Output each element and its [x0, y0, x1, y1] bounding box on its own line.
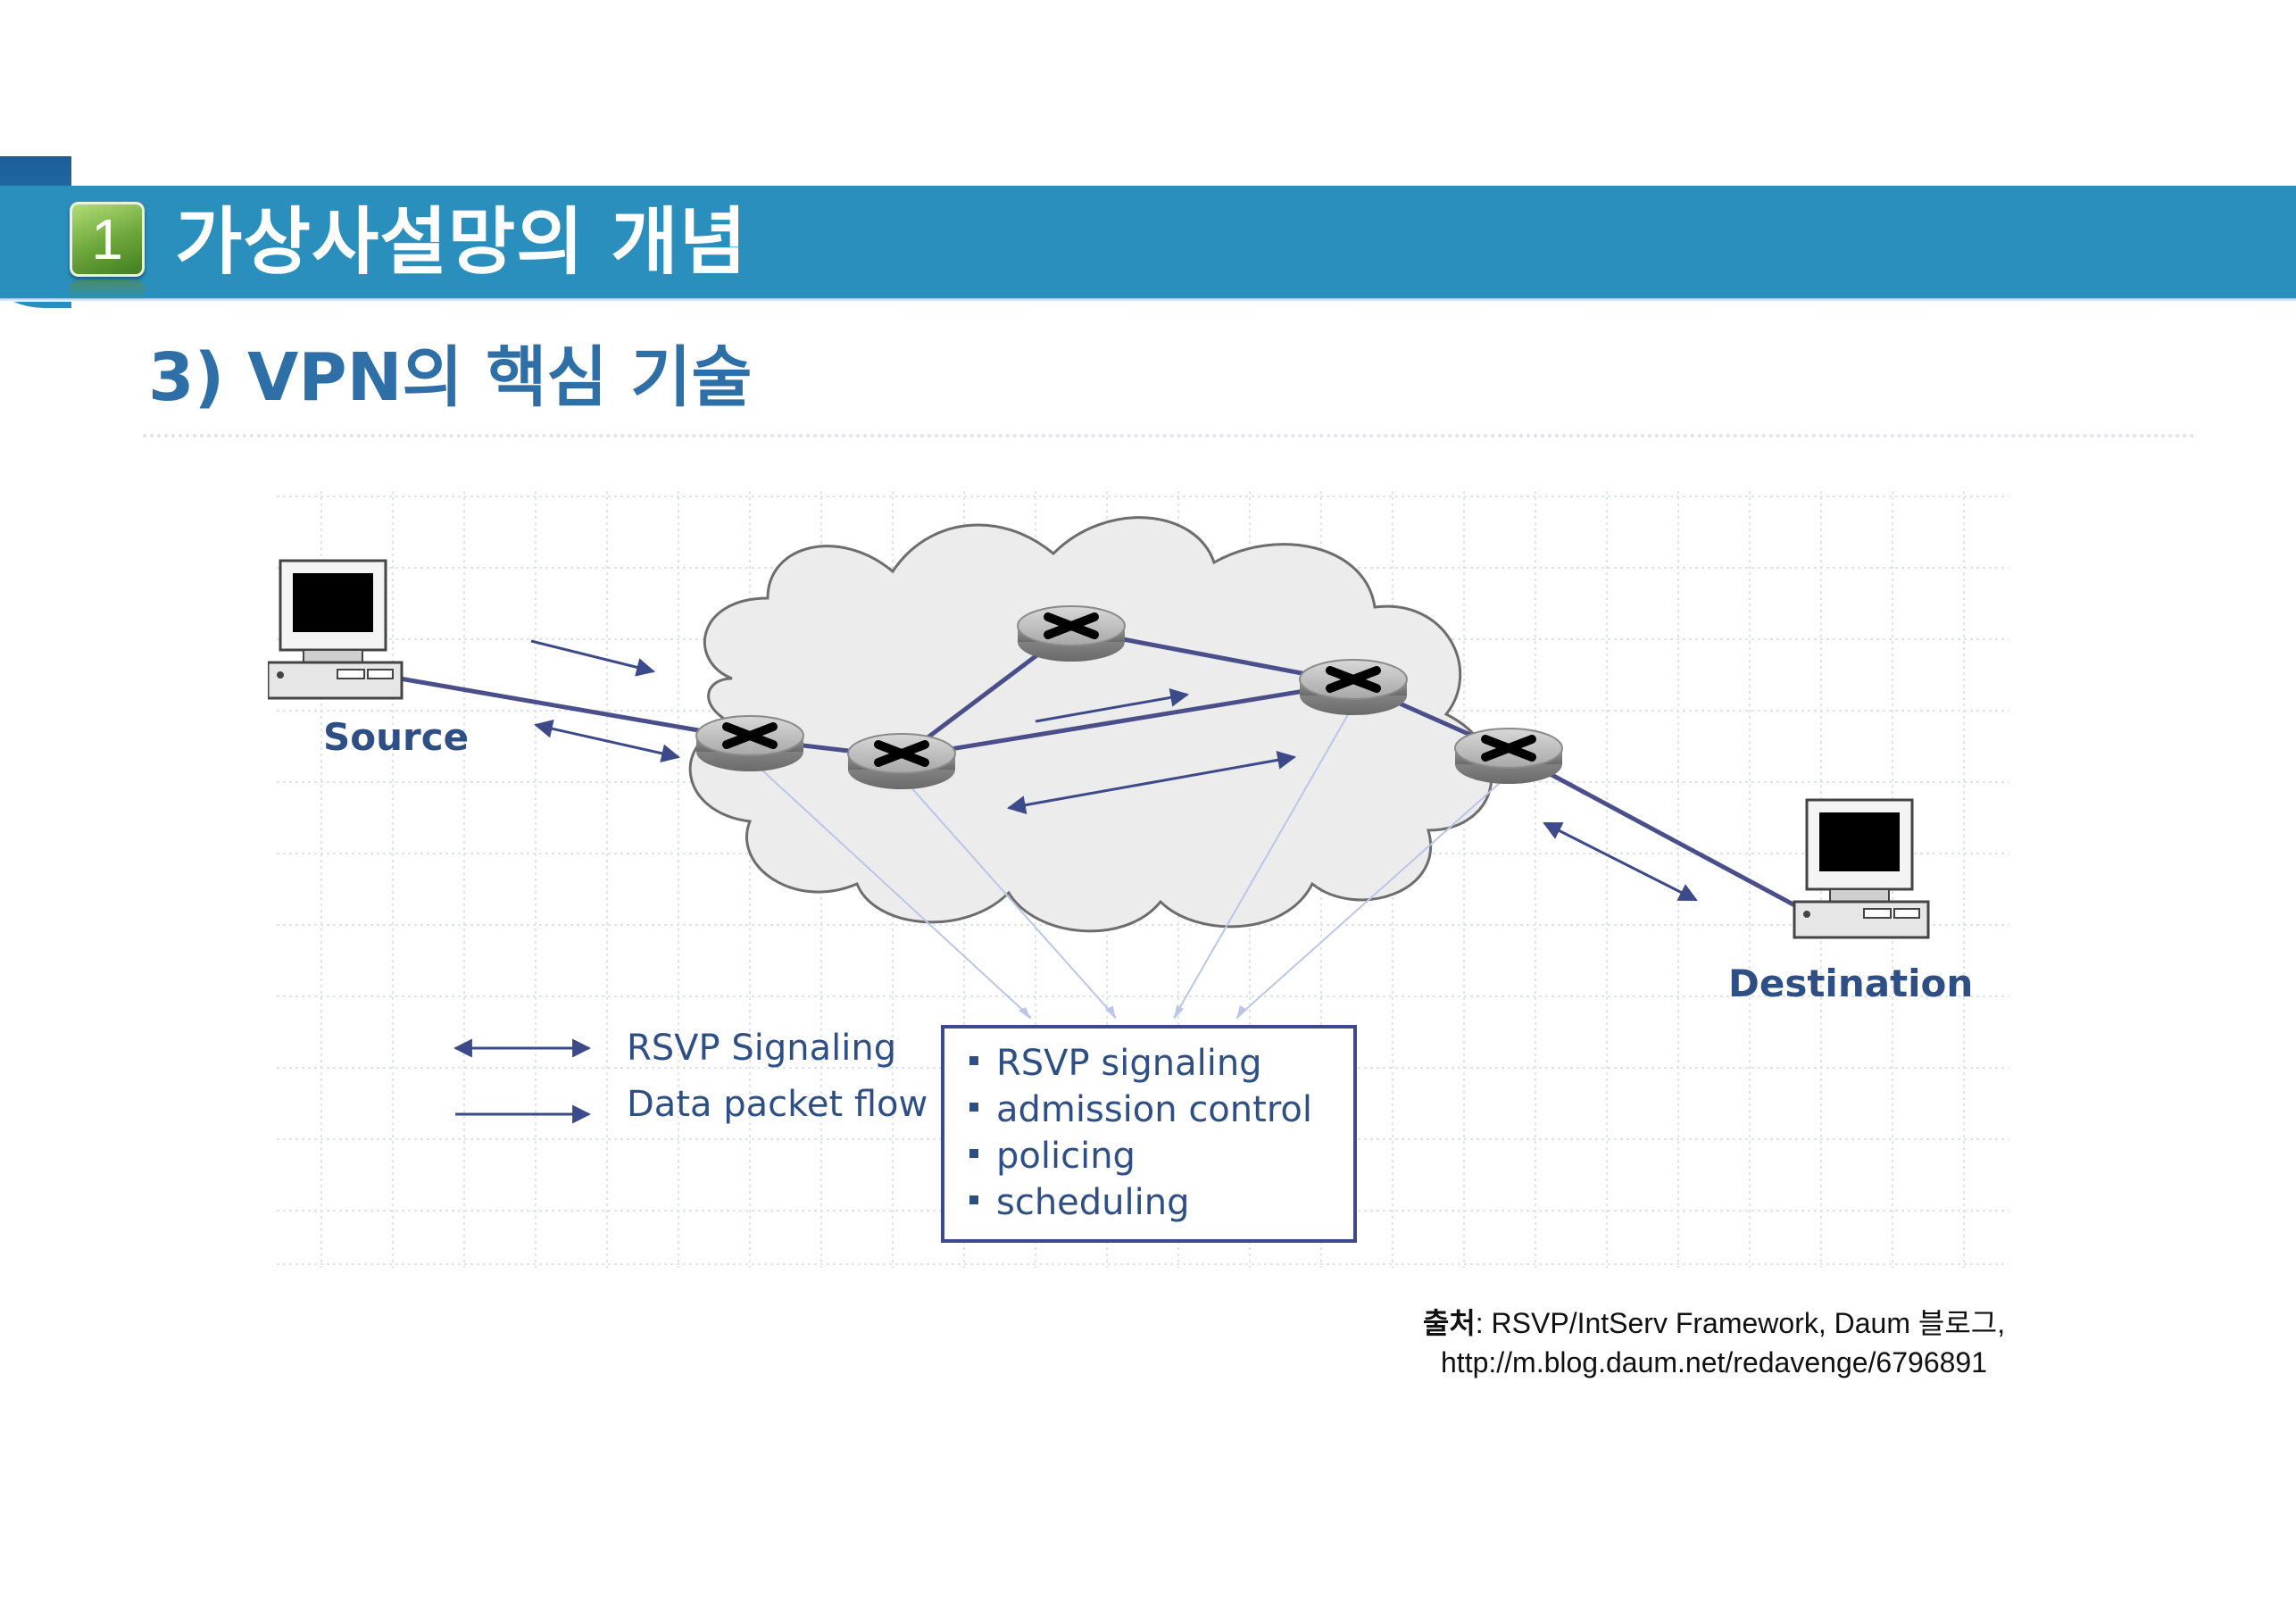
citation-label: 출처: [1422, 1307, 1476, 1339]
router-icon: [1300, 660, 1407, 715]
router-function-arrowheads: [1019, 1005, 1247, 1020]
citation-text: : RSVP/IntServ Framework, Daum 블로그,: [1475, 1307, 2006, 1339]
subtitle-divider: [143, 434, 2196, 437]
function-item: scheduling: [996, 1182, 1190, 1223]
function-item: RSVP signaling: [996, 1043, 1262, 1084]
legend-rsvp-signaling: RSVP Signaling: [627, 1028, 896, 1069]
function-item: policing: [996, 1136, 1136, 1177]
destination-computer-icon: [1793, 798, 1930, 939]
router-icon: [696, 716, 803, 771]
source-label: Source: [323, 715, 469, 759]
router-functions-box: [941, 1025, 1357, 1243]
page-subtitle: 3) VPN의 핵심 기술: [148, 339, 753, 416]
source-computer-icon: [266, 559, 403, 700]
function-item: admission control: [996, 1089, 1312, 1130]
legend: [453, 1038, 592, 1124]
citation-line: 출처: RSVP/IntServ Framework, Daum 블로그,: [1321, 1303, 2107, 1343]
function-bullets: [969, 1056, 978, 1204]
citation: 출처: RSVP/IntServ Framework, Daum 블로그, ht…: [1321, 1303, 2107, 1382]
rsvp-diagram: Source Destination RSVP Signaling Data p…: [266, 491, 2017, 1277]
router-icon: [848, 734, 955, 789]
router-function-lines: [749, 704, 1510, 1019]
flow-arrows: [530, 639, 1698, 902]
section-title: 가상사설망의 개념: [175, 200, 748, 285]
section-number-reflection: [70, 280, 145, 300]
destination-label: Destination: [1728, 962, 1973, 1005]
section-number-badge: 1: [70, 202, 145, 277]
header-band: [0, 186, 2296, 298]
legend-data-packet-flow: Data packet flow: [627, 1084, 928, 1125]
header-band-shadow: [0, 298, 2296, 302]
citation-url[interactable]: http://m.blog.daum.net/redavenge/6796891: [1441, 1346, 1987, 1378]
router-icon: [1018, 606, 1125, 662]
router-icon: [1455, 729, 1562, 784]
